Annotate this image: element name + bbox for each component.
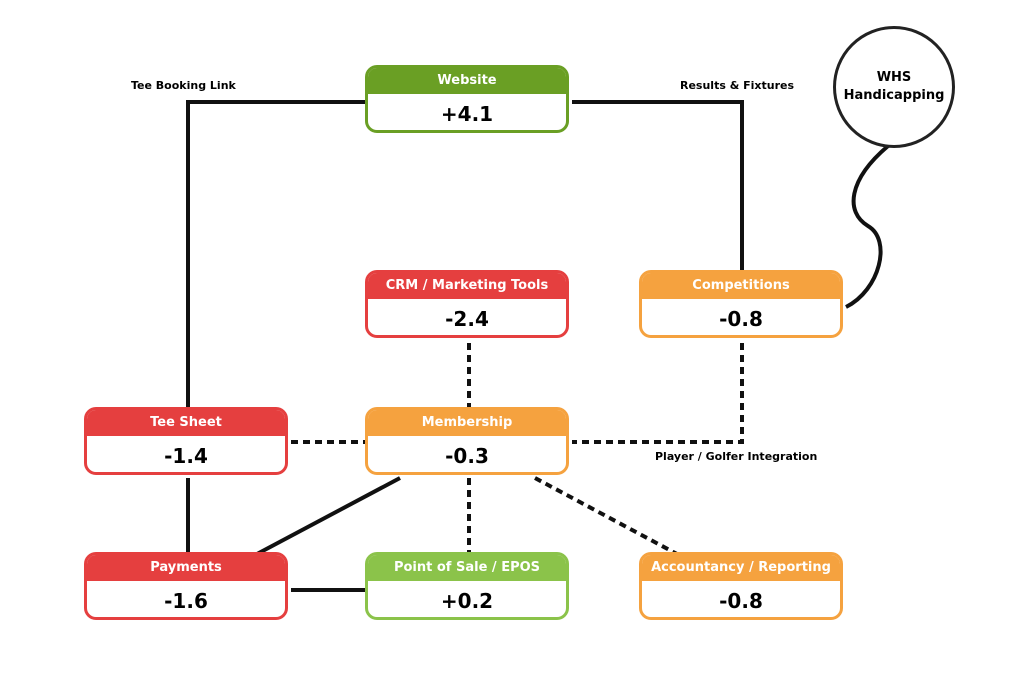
- whs-label-line1: WHS: [876, 70, 912, 85]
- node-title: Membership: [368, 410, 566, 436]
- node-payments: Payments -1.6: [84, 552, 288, 620]
- node-title: Competitions: [642, 273, 840, 299]
- node-accountancy: Accountancy / Reporting -0.8: [639, 552, 843, 620]
- node-title: Payments: [87, 555, 285, 581]
- node-value: +0.2: [440, 589, 494, 613]
- node-title: Accountancy / Reporting: [642, 555, 840, 581]
- node-website: Website +4.1: [365, 65, 569, 133]
- edge-label-results-fixtures: Results & Fixtures: [680, 79, 795, 92]
- node-value: +4.1: [440, 102, 494, 126]
- node-title: CRM / Marketing Tools: [368, 273, 566, 299]
- node-crm: CRM / Marketing Tools -2.4: [365, 270, 569, 338]
- node-value: -0.8: [719, 307, 763, 331]
- node-value: -2.4: [445, 307, 489, 331]
- edge-membership-payments: [256, 476, 401, 556]
- whs-label-line2: Handicapping: [843, 88, 945, 103]
- node-competitions: Competitions -0.8: [639, 270, 843, 338]
- edge-label-tee-booking: Tee Booking Link: [131, 79, 236, 92]
- node-whs-handicapping: WHS Handicapping: [833, 26, 955, 148]
- node-value: -0.3: [445, 444, 489, 468]
- node-epos: Point of Sale / EPOS +0.2: [365, 552, 569, 620]
- node-value: -0.8: [719, 589, 763, 613]
- node-value: -1.6: [164, 589, 208, 613]
- edge-membership-accountancy: [534, 476, 678, 556]
- edge-website-competitions: [572, 100, 744, 272]
- node-title: Point of Sale / EPOS: [368, 555, 566, 581]
- node-membership: Membership -0.3: [365, 407, 569, 475]
- edge-competitions-membership: [572, 343, 744, 444]
- node-title: Website: [368, 68, 566, 94]
- node-tee-sheet: Tee Sheet -1.4: [84, 407, 288, 475]
- node-title: Tee Sheet: [87, 410, 285, 436]
- edge-website-tee-sheet: [186, 100, 366, 410]
- node-value: -1.4: [164, 444, 208, 468]
- edge-label-player-integration: Player / Golfer Integration: [655, 450, 818, 463]
- edge-competitions-whs: [845, 144, 890, 309]
